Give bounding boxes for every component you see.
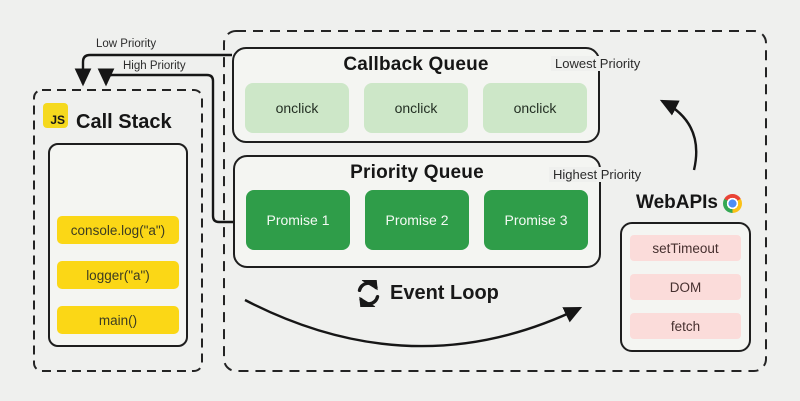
lowest-priority-label: Lowest Priority <box>551 56 645 71</box>
call-stack-frames: console.log("a") logger("a") main() <box>48 143 188 347</box>
event-loop-label: Event Loop <box>390 282 499 304</box>
callback-item: onclick <box>364 83 468 133</box>
callback-item: onclick <box>245 83 349 133</box>
webapi-item: fetch <box>630 313 741 339</box>
stack-frame: main() <box>57 306 179 334</box>
high-priority-label: High Priority <box>123 60 186 72</box>
promise-item: Promise 3 <box>484 190 588 250</box>
promise-item: Promise 2 <box>365 190 469 250</box>
webapis-header: WebAPIs <box>636 192 743 214</box>
stack-frame: logger("a") <box>57 261 179 289</box>
callback-item: onclick <box>483 83 587 133</box>
promise-item: Promise 1 <box>246 190 350 250</box>
low-priority-label: Low Priority <box>96 38 157 50</box>
callback-queue-items: onclick onclick onclick <box>234 83 598 133</box>
chrome-icon <box>723 193 743 213</box>
refresh-cycle-icon <box>357 280 380 307</box>
callback-queue-panel: Callback Queue onclick onclick onclick <box>232 47 600 143</box>
highest-priority-label: Highest Priority <box>549 167 646 182</box>
call-stack-title: Call Stack <box>76 111 172 133</box>
webapis-to-queue-arrow <box>659 99 698 171</box>
webapis-title: WebAPIs <box>636 192 719 213</box>
webapi-item: setTimeout <box>630 235 741 261</box>
webapi-item: DOM <box>630 274 741 300</box>
callback-queue-title: Callback Queue <box>343 54 489 75</box>
stack-frame: console.log("a") <box>57 216 179 244</box>
event-loop-caption: Event Loop <box>355 280 499 307</box>
priority-queue-title: Priority Queue <box>350 162 484 183</box>
javascript-logo-icon: JS <box>43 103 68 128</box>
